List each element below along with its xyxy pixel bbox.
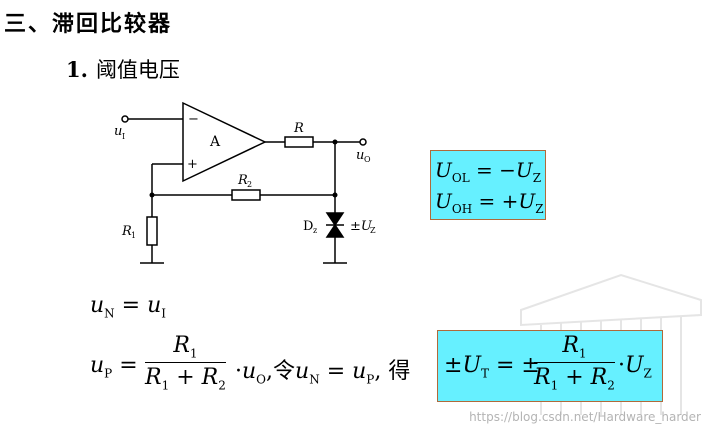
equation-up: uP = R1 R1 + R2 ·uO,令uN = uP, 得 bbox=[90, 333, 411, 393]
node-r2-right bbox=[332, 192, 338, 198]
resistor-r bbox=[284, 136, 314, 148]
subsection-number: 1. bbox=[66, 57, 88, 82]
subsection-title-text: 阈值电压 bbox=[95, 58, 180, 82]
watermark-url: https://blog.csdn.net/Hardware_harder bbox=[469, 410, 701, 424]
node-output bbox=[332, 139, 338, 145]
up-fraction: R1 R1 + R2 bbox=[145, 333, 226, 393]
section-title: 三、滞回比较器 bbox=[4, 6, 172, 38]
label-r2-sub: 2 bbox=[247, 180, 252, 189]
label-uo: u bbox=[356, 148, 364, 163]
uoh-equation: UOH = +UZ bbox=[435, 189, 544, 216]
uol-equation: UOL = −UZ bbox=[435, 158, 542, 185]
label-ui: u bbox=[114, 124, 122, 139]
label-dz-sub: z bbox=[313, 226, 317, 235]
subsection-title: 1. 阈值电压 bbox=[66, 54, 180, 84]
section-title-text: 滞回比较器 bbox=[52, 12, 173, 37]
terminal-uo bbox=[359, 138, 367, 146]
section-number: 三、 bbox=[4, 12, 53, 37]
label-uz: ±U bbox=[350, 219, 373, 234]
label-r: R bbox=[293, 121, 304, 136]
label-r1: R bbox=[121, 224, 132, 239]
output-levels-box: UOL = −UZ UOH = +UZ bbox=[430, 150, 546, 220]
opamp-triangle bbox=[182, 101, 267, 183]
label-dz: D bbox=[303, 219, 313, 234]
label-r2: R bbox=[237, 173, 248, 188]
circuit-diagram: u I − + A R R 2 R 1 u O D z ±U Z bbox=[114, 101, 376, 264]
terminal-ui bbox=[121, 115, 129, 123]
threshold-result-box: ±UT = ± R1 R1 + R2 ·UZ bbox=[437, 330, 663, 402]
label-minus: − bbox=[188, 112, 199, 127]
label-r1-sub: 1 bbox=[131, 231, 136, 240]
label-ui-sub: I bbox=[122, 132, 125, 141]
label-uo-sub: O bbox=[364, 155, 371, 164]
threshold-fraction: R1 R1 + R2 bbox=[534, 333, 615, 393]
zener-diode-2 bbox=[325, 223, 345, 238]
zener-diode-1 bbox=[325, 212, 345, 227]
equation-un: uN = uI bbox=[90, 293, 167, 321]
label-opamp: A bbox=[209, 134, 221, 150]
node-r2-left bbox=[149, 192, 155, 198]
label-plus: + bbox=[187, 157, 198, 172]
resistor-r1 bbox=[146, 216, 158, 246]
resistor-r2 bbox=[231, 189, 261, 201]
label-uz-sub: Z bbox=[370, 226, 376, 235]
